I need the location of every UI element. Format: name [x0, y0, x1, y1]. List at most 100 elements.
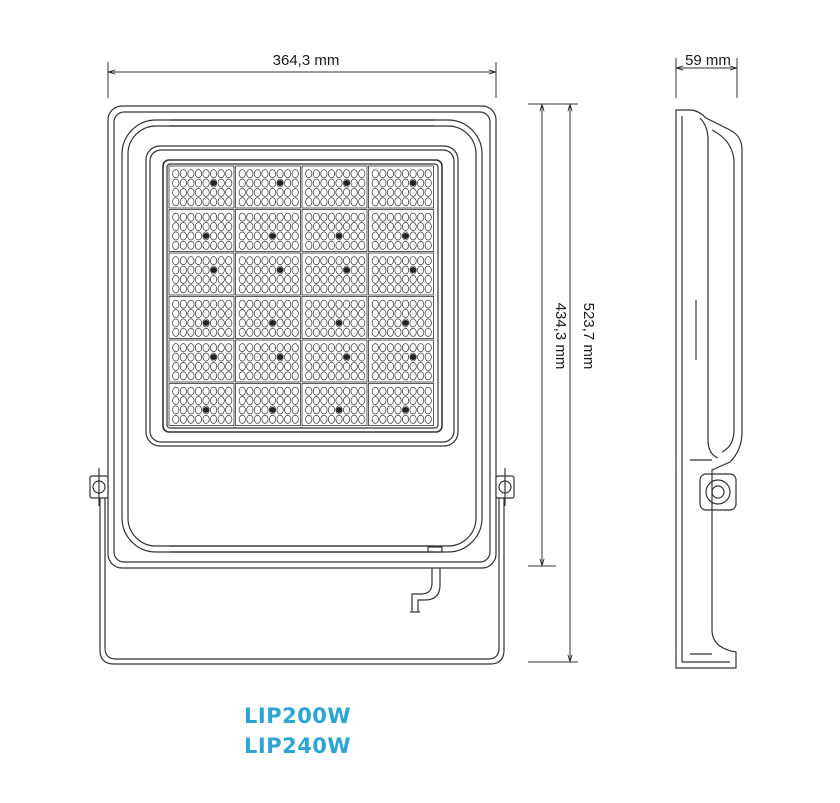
side-knob	[699, 473, 737, 511]
led-lens	[172, 212, 180, 222]
led-lens	[269, 231, 277, 241]
led-dot	[410, 354, 417, 361]
led-lens	[179, 222, 187, 232]
led-modules	[168, 165, 434, 426]
led-lens	[358, 386, 366, 396]
led-lens	[276, 327, 284, 337]
led-lens	[320, 371, 328, 381]
led-lens	[172, 275, 180, 284]
led-lens	[386, 309, 394, 319]
led-lens	[312, 169, 320, 179]
led-lens	[253, 222, 261, 232]
led-lens	[269, 299, 277, 309]
led-lens	[343, 309, 351, 319]
led-lens	[358, 212, 366, 222]
led-lens	[202, 343, 210, 353]
led-lens	[194, 362, 203, 371]
led-lens	[379, 309, 387, 319]
led-lens	[409, 352, 417, 362]
led-lens	[238, 362, 246, 371]
led-lens	[417, 222, 425, 232]
led-lens	[284, 396, 292, 406]
led-lens	[305, 352, 313, 362]
led-dot	[277, 180, 284, 187]
led-lens	[394, 386, 402, 396]
led-lens	[327, 352, 336, 362]
led-lens	[402, 284, 410, 294]
led-lens	[284, 318, 292, 328]
led-lens	[194, 178, 203, 188]
led-lens	[335, 284, 343, 294]
led-lens	[350, 386, 358, 396]
led-lens	[202, 386, 210, 396]
led-lens	[371, 212, 379, 222]
led-lens	[253, 299, 261, 309]
led-dot	[203, 319, 210, 326]
led-lens	[417, 309, 425, 319]
led-lens	[217, 318, 225, 328]
led-lens	[343, 414, 351, 424]
led-lens	[402, 265, 410, 275]
led-lens	[327, 240, 336, 250]
led-lens	[409, 240, 417, 250]
led-lens	[179, 343, 187, 353]
led-lens	[202, 222, 210, 232]
led-lens	[246, 240, 254, 250]
depth-label: 59 mm	[685, 52, 731, 69]
led-lens	[284, 212, 292, 222]
led-lens	[253, 396, 261, 406]
led-lens	[320, 212, 328, 222]
led-lens	[379, 299, 387, 309]
led-lens	[327, 265, 336, 275]
led-lens	[343, 343, 351, 353]
led-lens	[217, 284, 225, 294]
led-lens	[335, 327, 343, 337]
led-lens	[291, 396, 299, 406]
led-lens	[225, 169, 233, 179]
led-lens	[179, 284, 187, 294]
led-lens	[210, 352, 218, 362]
led-lens	[350, 371, 358, 381]
led-lens	[320, 178, 328, 188]
led-lens	[179, 299, 187, 309]
led-module	[168, 165, 235, 209]
led-lens	[320, 256, 328, 266]
housing-outer	[107, 105, 497, 569]
led-lens	[261, 352, 269, 362]
led-lens	[187, 396, 195, 406]
led-lens	[172, 256, 180, 266]
led-lens	[371, 318, 379, 328]
led-lens	[217, 222, 225, 232]
led-module	[168, 209, 235, 252]
led-lens	[210, 386, 218, 396]
led-lens	[335, 222, 343, 232]
front-view	[89, 105, 515, 665]
led-lens	[202, 327, 210, 337]
led-lens	[261, 265, 269, 275]
led-lens	[417, 240, 425, 250]
led-lens	[238, 327, 246, 337]
led-lens	[417, 371, 425, 381]
led-lens	[394, 178, 402, 188]
led-lens	[217, 396, 225, 406]
led-lens	[269, 178, 277, 188]
led-lens	[305, 178, 313, 188]
led-lens	[409, 405, 417, 415]
led-lens	[386, 265, 394, 275]
led-module	[235, 383, 301, 426]
led-lens	[261, 231, 269, 241]
led-lens	[202, 265, 210, 275]
led-lens	[417, 352, 425, 362]
led-lens	[312, 396, 320, 406]
led-lens	[402, 405, 410, 415]
led-lens	[210, 212, 218, 222]
led-lens	[246, 371, 254, 381]
led-lens	[409, 299, 417, 309]
led-lens	[179, 414, 187, 424]
led-lens	[253, 197, 261, 207]
led-lens	[409, 222, 417, 232]
led-lens	[379, 414, 387, 424]
width-label: 364,3 mm	[273, 52, 340, 69]
led-lens	[305, 275, 313, 284]
led-lens	[312, 231, 320, 241]
